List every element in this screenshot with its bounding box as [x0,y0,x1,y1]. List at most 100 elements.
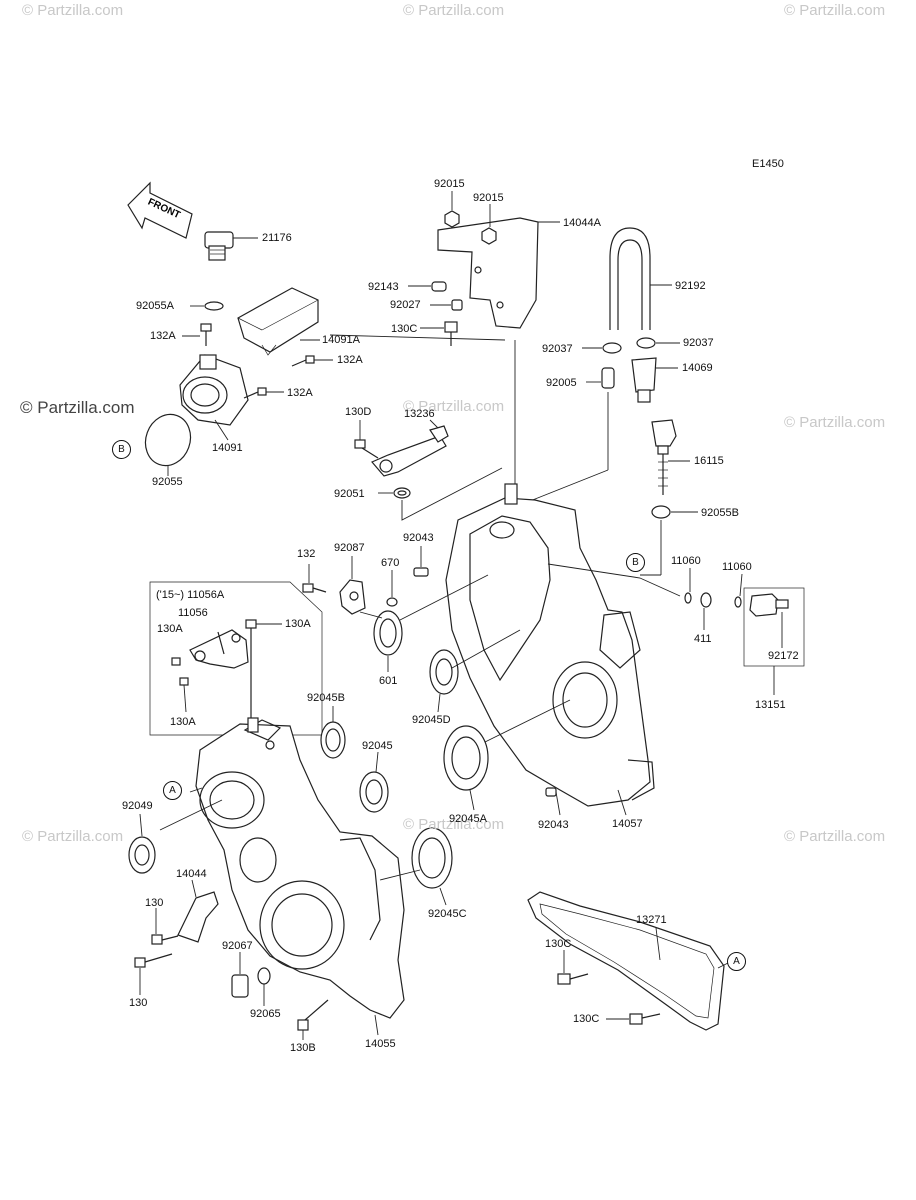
part-130-bolt-2 [134,953,173,995]
part-92043-pin-1 [413,546,429,577]
part-92087-switch [339,556,366,615]
label-92055: 92055 [152,476,183,488]
label-13151: 13151 [755,699,786,711]
label-11060-2: 11060 [722,561,752,573]
label-130C-3: 130C [573,1013,600,1025]
part-14057-case [445,483,655,816]
label-92055B: 92055B [701,507,739,519]
part-16115-dipstick [651,419,690,495]
part-92015-nut-2 [481,204,497,245]
part-92045B-bearing [320,706,346,759]
label-130-2: 130 [129,997,148,1009]
label-92192: 92192 [675,280,706,292]
label-13271: 13271 [636,914,667,926]
label-92015-2: 92015 [473,192,504,204]
label-92043-1: 92043 [403,532,434,544]
label-92015-1: 92015 [434,178,465,190]
part-92192-hose [609,227,672,330]
label-92037-2: 92037 [683,337,714,349]
label-601: 601 [379,675,398,687]
part-13236-lever [354,419,449,477]
watermark-low-right: © Partzilla.com [784,828,886,845]
label-130D: 130D [345,406,372,418]
label-14055: 14055 [365,1038,396,1050]
part-132A-bolt-2 [291,355,333,367]
part-92045C-bearing [411,827,453,906]
part-92065-washer [257,967,271,985]
label-130A-3: 130A [170,716,196,728]
part-92005-fitting [519,367,615,506]
label-92051: 92051 [334,488,365,500]
label-92065: 92065 [250,1008,281,1020]
part-92051-seal [378,487,411,499]
watermark-mid-left: © Partzilla.com [20,398,135,417]
part-14069-breather [631,357,678,403]
part-92067-plug [231,952,249,998]
part-92027-spacer [451,299,463,311]
label-14069: 14069 [682,362,713,374]
label-92067: 92067 [222,940,253,952]
label-130A-1: 130A [157,623,183,635]
part-132A-bolt [182,323,212,346]
part-130-bolt-1 [151,908,179,945]
label-132A-2: 132A [337,354,363,366]
label-130C-2: 130C [545,938,572,950]
part-92037-clamp-2 [636,337,680,349]
label-92172: 92172 [768,650,799,662]
part-92055-oring [144,413,192,467]
label-670: 670 [381,557,400,569]
label-92045B: 92045B [307,692,345,704]
part-92045-bearing [359,751,389,813]
part-14091A-cover [237,287,320,356]
part-130C-bolt-1 [420,321,458,346]
label-132: 132 [297,548,316,560]
label-14091A: 14091A [322,334,360,346]
watermark-top-left: © Partzilla.com [22,2,124,19]
label-130C-1: 130C [391,323,418,335]
label-92143: 92143 [368,281,399,293]
part-132A-bolt-3 [243,387,284,399]
label-14044A: 14044A [563,217,601,229]
label-92045D: 92045D [412,714,451,726]
part-92045D-bearing [429,649,459,713]
label-11056: 11056 [178,607,208,619]
part-92015-nut-1 [444,191,460,228]
label-130-1: 130 [145,897,164,909]
part-92172-switch [749,593,789,648]
part-601-bearing [373,574,489,672]
part-92043-pin-2 [545,787,561,816]
part-92049-seal [128,813,156,874]
label-92045A: 92045A [449,813,487,825]
part-411-ring [700,592,712,630]
label-14057: 14057 [612,818,643,830]
label-132A-3: 132A [287,387,313,399]
label-14091: 14091 [212,442,243,454]
label-411: 411 [694,633,712,645]
label-130A-2: 130A [285,618,311,630]
part-14091-housing [179,354,249,441]
label-11060-1: 11060 [671,555,701,567]
label-92045: 92045 [362,740,393,752]
watermark-top-right: © Partzilla.com [784,2,886,19]
label-92087: 92087 [334,542,365,554]
watermark-top-center: © Partzilla.com [403,2,505,19]
front-arrow: FRONT [127,181,193,239]
label-14044: 14044 [176,868,207,880]
part-11060-gasket-2 [734,573,743,608]
label-16115: 16115 [694,455,724,467]
part-14055-case [195,717,405,1036]
watermark-mid-center: © Partzilla.com [403,398,505,415]
label-13236: 13236 [404,408,435,420]
label-92055A: 92055A [136,300,174,312]
callout-a-left: A [163,781,182,800]
label-11056A: ('15~) 11056A [156,589,225,601]
part-14044A-bracket [437,217,560,329]
part-21176-sensor [204,231,258,261]
part-670-ring [386,597,398,607]
part-11060-gasket-1 [684,568,692,604]
label-92043-2: 92043 [538,819,569,831]
label-132A-1: 132A [150,330,176,342]
label-92037-1: 92037 [542,343,573,355]
label-92027: 92027 [390,299,421,311]
